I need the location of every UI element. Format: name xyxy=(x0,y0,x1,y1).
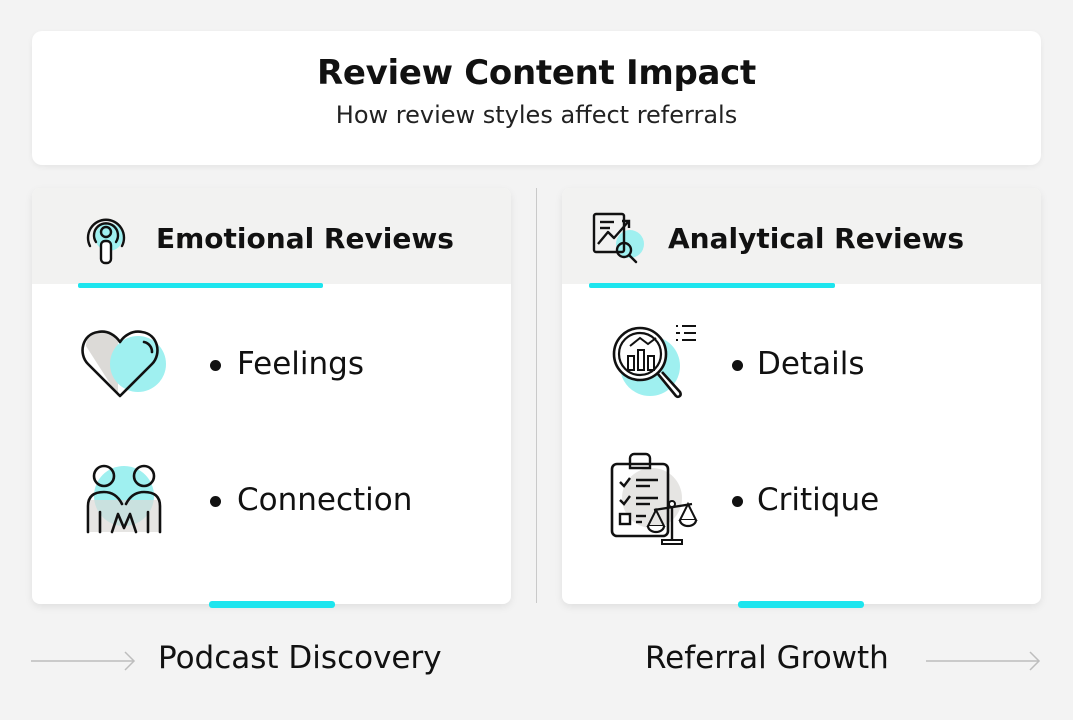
clipboard-scales-icon xyxy=(610,452,698,545)
bottom-accent-bar xyxy=(209,601,335,608)
item-label: Feelings xyxy=(237,346,364,382)
emotional-reviews-panel: Emotional Reviews Feelings Connection xyxy=(32,188,511,608)
panel-header: Emotional Reviews xyxy=(32,188,511,284)
arrow-right-icon xyxy=(31,651,136,671)
panel-header: Analytical Reviews xyxy=(562,188,1041,284)
list-item-critique: Critique xyxy=(562,452,1002,552)
bullet-dot xyxy=(210,360,221,371)
report-analysis-icon xyxy=(592,212,644,264)
bottom-accent-bar xyxy=(738,601,864,608)
podcast-icon xyxy=(86,218,126,265)
list-item-connection: Connection xyxy=(32,452,472,552)
analytical-reviews-panel: Analytical Reviews Details xyxy=(562,188,1041,608)
list-item-details: Details xyxy=(562,316,1002,416)
arrow-right-icon xyxy=(926,651,1041,671)
header-card: Review Content Impact How review styles … xyxy=(32,31,1041,165)
item-label: Critique xyxy=(757,482,880,518)
magnifier-chart-icon xyxy=(612,325,696,399)
footer-label-podcast-discovery: Podcast Discovery xyxy=(158,640,442,676)
header-accent-bar xyxy=(589,283,835,288)
panel-title: Emotional Reviews xyxy=(156,222,454,255)
panel-title: Analytical Reviews xyxy=(668,222,965,255)
page-subtitle: How review styles affect referrals xyxy=(335,101,738,129)
bullet-dot xyxy=(732,496,743,507)
bullet-dot xyxy=(210,496,221,507)
item-label: Details xyxy=(757,346,865,382)
people-holding-hands-icon xyxy=(86,464,162,534)
heart-icon xyxy=(81,330,166,398)
center-divider xyxy=(536,188,537,603)
page-title: Review Content Impact xyxy=(317,53,756,93)
bullet-dot xyxy=(732,360,743,371)
list-item-feelings: Feelings xyxy=(32,316,472,416)
header-accent-bar xyxy=(78,283,323,288)
footer-label-referral-growth: Referral Growth xyxy=(645,640,889,676)
item-label: Connection xyxy=(237,482,413,518)
